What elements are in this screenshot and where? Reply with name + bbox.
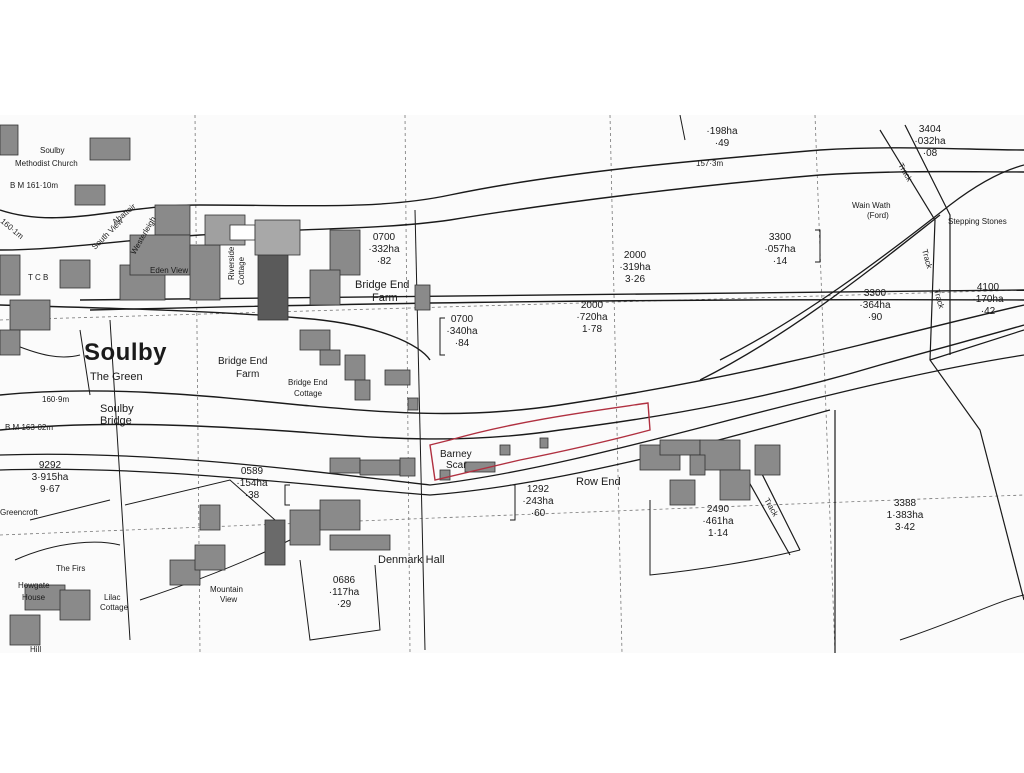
parcel-0700a-area: ·332ha: [368, 244, 400, 255]
label-bridge-end-farm-n-2: Farm: [372, 292, 398, 304]
diagonal-track: [699, 164, 1024, 381]
buildings-south: [9, 437, 781, 646]
label-howgate-2: House: [22, 593, 46, 602]
parcel-0686-area: ·117ha: [329, 587, 360, 598]
parcel-0700b-num: 0700: [451, 314, 474, 325]
label-mountain-view-2: View: [220, 595, 237, 604]
label-soulby: Soulby: [84, 339, 167, 366]
parcel-3300b-acres: ·90: [868, 312, 883, 323]
label-the-firs: The Firs: [56, 564, 85, 573]
parcel-9292-acres: 9·67: [40, 484, 60, 495]
label-mountain-view-1: Mountain: [210, 585, 243, 594]
label-riverside-2: Cottage: [237, 256, 246, 285]
parcel-3300a-area: ·057ha: [764, 244, 796, 255]
parcel-3404-acres: ·08: [923, 148, 938, 159]
parcel-0589-area: ·154ha: [236, 478, 268, 489]
label-denmark-hall: Denmark Hall: [378, 554, 445, 566]
parcel-2490-area: ·461ha: [702, 516, 734, 527]
label-bridge-end-farm-s-1: Bridge End: [218, 356, 267, 367]
parcel-4100-area: ·170ha: [972, 294, 1004, 305]
label-bridge-end-cottage-2: Cottage: [294, 389, 323, 398]
parcel-0589-acres: ·38: [245, 490, 260, 501]
parcel-0589-num: 0589: [241, 466, 264, 477]
parcel-2000b-area: ·720ha: [576, 312, 608, 323]
label-hill: Hill: [30, 645, 41, 654]
parcel-labels: 0700·332ha·820700·340ha·842000·319ha3·26…: [32, 124, 1004, 610]
grid-lines: [0, 115, 1024, 653]
red-boundary-outline: [429, 402, 651, 481]
label-lilac-1: Lilac: [104, 593, 120, 602]
parcel-3300a-num: 3300: [769, 232, 792, 243]
buildings-village: [0, 124, 431, 411]
parcel-3388-acres: 3·42: [895, 522, 915, 533]
label-methodist-1: Soulby: [40, 146, 64, 155]
label-stepping-stones: Stepping Stones: [948, 217, 1007, 226]
label-the-green: The Green: [90, 371, 143, 383]
label-soulby-bridge-2: Bridge: [100, 415, 132, 427]
parcel-1292-acres: ·60: [531, 508, 546, 519]
parcel-2490-acres: 1·14: [708, 528, 728, 539]
right-tracks: [744, 124, 1024, 653]
map-sheet: [0, 115, 1024, 653]
parcel-4100-acres: ·42: [981, 306, 996, 317]
parcel-0700b-area: ·340ha: [446, 326, 478, 337]
parcel-4100-num: 4100: [977, 282, 1000, 293]
label-bridge-end-farm-s-2: Farm: [236, 369, 259, 380]
label-tcb: T C B: [28, 273, 48, 282]
parcel-3388-num: 3388: [894, 498, 917, 509]
parcel-3404-num: 3404: [919, 124, 942, 135]
parcel-1292-num: 1292: [527, 484, 550, 495]
parcel-9292-area: 3·915ha: [32, 472, 69, 483]
parcel-0700a-acres: ·82: [377, 256, 392, 267]
label-barney-scar-1: Barney: [440, 449, 472, 460]
label-row-end: Row End: [576, 476, 621, 488]
label-bm-163: B M 163·02m: [5, 423, 53, 432]
parcel-3300b-num: 3300: [864, 288, 887, 299]
parcel-2000a-area: ·319ha: [619, 262, 651, 273]
label-wain-wath-2: (Ford): [867, 211, 889, 220]
label-barney-scar-2: Scar: [446, 460, 467, 471]
label-howgate-1: Howgate: [18, 581, 50, 590]
label-spot-157-3: 157·3m: [696, 159, 723, 168]
label-bm-161: B M 161·10m: [10, 181, 58, 190]
label-bridge-end-farm-n-1: Bridge End: [355, 279, 409, 291]
parcel-2490-num: 2490: [707, 504, 730, 515]
label-spot-160-9: 160·9m: [42, 395, 69, 404]
label-wain-wath-1: Wain Wath: [852, 201, 891, 210]
parcel-3388-area: 1·383ha: [887, 510, 924, 521]
parcel-198-area: ·198ha: [706, 126, 738, 137]
parcel-3404-area: ·032ha: [914, 136, 946, 147]
parcel-braces: [284, 229, 821, 521]
label-riverside-1: Riverside: [227, 246, 236, 280]
field-boundaries: [14, 115, 1024, 651]
parcel-1292-area: ·243ha: [522, 496, 554, 507]
label-lilac-2: Cottage: [100, 603, 129, 612]
parcel-9292-num: 9292: [39, 460, 62, 471]
parcel-198-acres: ·49: [715, 138, 730, 149]
parcel-3300a-acres: ·14: [773, 256, 788, 267]
label-greencroft: Greencroft: [0, 508, 39, 517]
parcel-2000b-acres: 1·78: [582, 324, 602, 335]
parcel-0686-num: 0686: [333, 575, 356, 586]
beck-river: [0, 304, 1024, 440]
label-eden-view: Eden View: [150, 266, 188, 275]
label-soulby-bridge-1: Soulby: [100, 403, 134, 415]
parcel-0700b-acres: ·84: [455, 338, 470, 349]
label-bridge-end-cottage-1: Bridge End: [288, 378, 328, 387]
parcel-2000b-num: 2000: [581, 300, 604, 311]
parcel-2000a-num: 2000: [624, 250, 647, 261]
parcel-3300b-area: ·364ha: [859, 300, 891, 311]
parcel-2000a-acres: 3·26: [625, 274, 645, 285]
parcel-0686-acres: ·29: [337, 599, 352, 610]
label-methodist-2: Methodist Church: [15, 159, 78, 168]
parcel-0700a-num: 0700: [373, 232, 396, 243]
